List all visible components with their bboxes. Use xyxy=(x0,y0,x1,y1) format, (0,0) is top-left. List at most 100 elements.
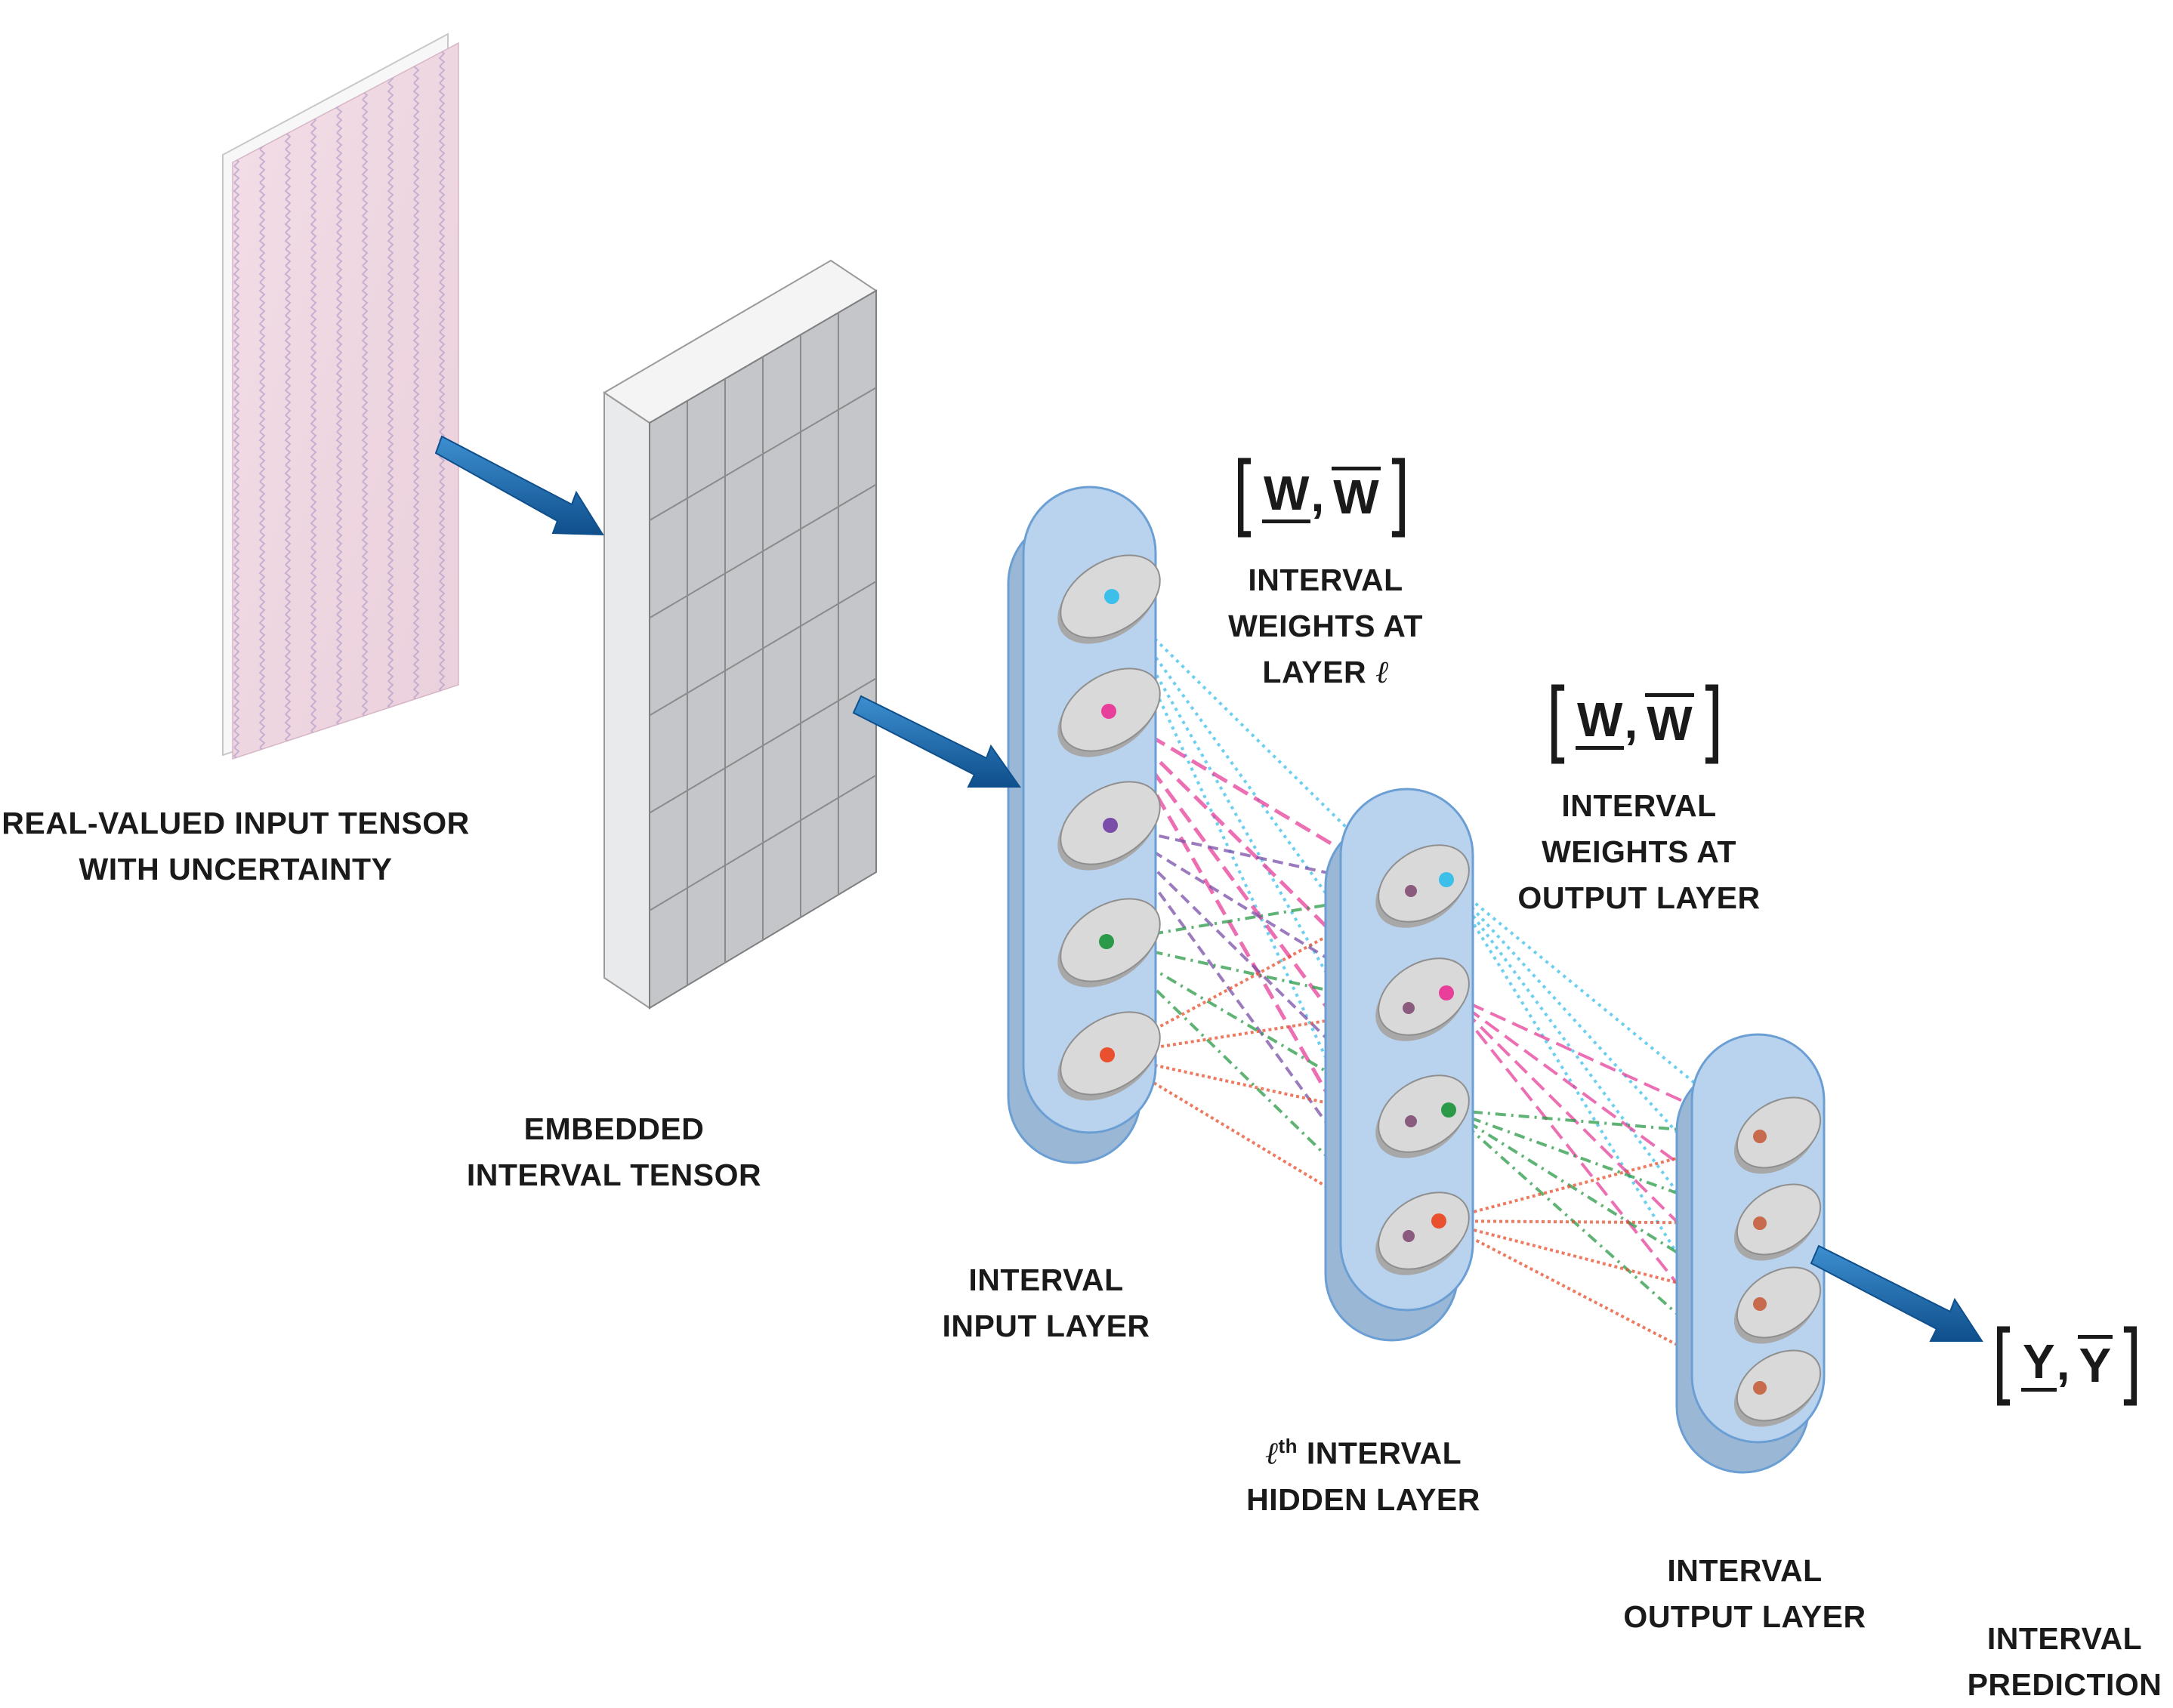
label-embedded-interval-tensor: EMBEDDED INTERVAL TENSOR xyxy=(453,1106,775,1198)
label-hidden-layer-line1: ℓth INTERVAL xyxy=(1216,1423,1511,1477)
open-bracket: [ xyxy=(1545,669,1571,773)
connection-hidden-to-output xyxy=(1445,878,1761,1389)
superscript-th: th xyxy=(1278,1435,1298,1457)
arrow-embedded-to-input-layer[interactable] xyxy=(852,695,1021,788)
close-bracket: ] xyxy=(1385,442,1410,547)
layer-capsule xyxy=(1339,788,1474,1312)
layer-node[interactable] xyxy=(1362,829,1483,944)
weight-lower-bound: W xyxy=(1262,467,1311,523)
node-disc xyxy=(1736,1183,1822,1256)
label-interval-prediction: INTERVAL PREDICTION xyxy=(1956,1616,2173,1708)
hidden-node-dot xyxy=(1439,872,1454,887)
weight-lower-bound: W xyxy=(1576,693,1625,750)
node-disc xyxy=(1736,1349,1822,1422)
grid-line-horizontal xyxy=(649,581,877,717)
layer-node[interactable] xyxy=(1362,942,1483,1057)
comma: , xyxy=(1310,467,1325,522)
layer-node[interactable] xyxy=(1362,1059,1483,1174)
label-input-layer-line1: INTERVAL xyxy=(968,1263,1124,1297)
weight-upper-bound: W xyxy=(1332,466,1381,523)
label-weights-output-line1: INTERVAL xyxy=(1561,788,1717,823)
label-input-tensor: REAL-VALUED INPUT TENSOR WITH UNCERTAINT… xyxy=(0,800,471,893)
layer-node[interactable] xyxy=(1721,1336,1833,1441)
label-prediction-line2: PREDICTION xyxy=(1967,1667,2162,1702)
layer-node[interactable] xyxy=(1721,1170,1833,1275)
label-weights-output-line3: OUTPUT LAYER xyxy=(1517,880,1761,915)
layer-node[interactable] xyxy=(1721,1253,1833,1358)
connection-input-to-hidden xyxy=(1110,595,1410,1010)
connection-hidden-to-output xyxy=(1446,991,1761,1138)
label-input-tensor-line1: REAL-VALUED INPUT TENSOR xyxy=(2,806,470,840)
ell-symbol-weights: ℓ xyxy=(1375,654,1389,690)
node-disc xyxy=(1378,1074,1470,1153)
weights-interval-notation-output: [ W , W ] xyxy=(1541,669,1729,773)
connection-hidden-to-output xyxy=(1448,1108,1761,1225)
node-disc xyxy=(1736,1266,1822,1339)
node-disc xyxy=(1378,844,1470,923)
close-bracket: ] xyxy=(1699,669,1724,773)
hidden-layer-suffix: INTERVAL xyxy=(1298,1435,1462,1471)
label-hidden-layer: ℓth INTERVAL HIDDEN LAYER xyxy=(1216,1423,1511,1523)
input-node-dot xyxy=(1099,934,1114,949)
prediction-lower-bound: Y xyxy=(2021,1335,2057,1392)
grid-line-horizontal xyxy=(649,677,877,814)
embedded-interval-tensor-block xyxy=(603,259,878,1010)
prediction-upper-bound: Y xyxy=(2077,1334,2113,1392)
label-prediction-line1: INTERVAL xyxy=(1986,1621,2143,1656)
arrow-input-to-embedded[interactable] xyxy=(434,435,604,536)
interval-hidden-layer xyxy=(1324,788,1483,1342)
input-tensor-sheet xyxy=(222,32,459,760)
output-node-dot xyxy=(1753,1216,1767,1230)
label-hidden-layer-line2: HIDDEN LAYER xyxy=(1246,1481,1480,1517)
label-input-layer-line2: INPUT LAYER xyxy=(942,1309,1150,1343)
label-interval-input-layer: INTERVAL INPUT LAYER xyxy=(925,1257,1167,1349)
input-node-dot xyxy=(1104,589,1119,604)
connection-hidden-to-output xyxy=(1438,1219,1761,1306)
hidden-node-entry-dot xyxy=(1403,1002,1415,1014)
ell-symbol: ℓ xyxy=(1264,1435,1279,1472)
hidden-node-dot xyxy=(1441,1102,1456,1118)
interval-output-layer xyxy=(1675,1033,1833,1474)
input-node-dot xyxy=(1103,818,1118,833)
grid-line-horizontal xyxy=(649,387,877,522)
label-weights-output-line2: WEIGHTS AT xyxy=(1542,834,1736,869)
grid-line-horizontal xyxy=(649,774,877,911)
connection-hidden-to-output xyxy=(1438,1135,1761,1222)
grid-line-horizontal xyxy=(649,483,877,619)
open-bracket: [ xyxy=(1232,442,1258,547)
hidden-node-dot xyxy=(1431,1213,1446,1229)
comma: , xyxy=(1624,694,1638,748)
arrow-output-to-prediction[interactable] xyxy=(1810,1244,1983,1342)
comma: , xyxy=(2056,1336,2070,1390)
label-output-layer-line1: INTERVAL xyxy=(1667,1553,1823,1588)
prediction-interval-notation: [ Y , Y ] xyxy=(1986,1311,2147,1415)
output-node-dot xyxy=(1753,1297,1767,1311)
label-interval-output-layer: INTERVAL OUTPUT LAYER xyxy=(1601,1548,1888,1640)
weight-upper-bound: W xyxy=(1645,692,1694,750)
label-weights-layer-line1: INTERVAL xyxy=(1248,563,1403,597)
input-node-dot xyxy=(1101,704,1116,719)
output-node-dot xyxy=(1753,1381,1767,1395)
weights-interval-notation-layer: [ W , W ] xyxy=(1227,442,1415,547)
hidden-node-dot xyxy=(1439,985,1454,1000)
connection-input-to-hidden xyxy=(1106,1053,1410,1238)
node-disc xyxy=(1736,1096,1822,1169)
hidden-node-entry-dot xyxy=(1403,1230,1415,1242)
label-weights-at-layer: INTERVAL WEIGHTS AT LAYER ℓ xyxy=(1190,557,1462,695)
label-output-layer-line2: OUTPUT LAYER xyxy=(1623,1599,1866,1634)
output-node-dot xyxy=(1753,1130,1767,1143)
label-weights-at-output: INTERVAL WEIGHTS AT OUTPUT LAYER xyxy=(1495,783,1783,921)
label-weights-layer-line2: WEIGHTS AT xyxy=(1228,609,1423,643)
interval-input-layer xyxy=(1007,486,1161,1164)
connection-input-to-hidden xyxy=(1110,596,1412,1122)
weights-layer-prefix: LAYER xyxy=(1262,655,1375,689)
input-node-dot xyxy=(1100,1047,1115,1062)
open-bracket: [ xyxy=(1991,1311,2017,1415)
hidden-node-entry-dot xyxy=(1405,1115,1417,1127)
node-disc xyxy=(1378,957,1470,1036)
label-embedded-line2: INTERVAL TENSOR xyxy=(466,1158,762,1192)
label-embedded-line1: EMBEDDED xyxy=(523,1111,705,1146)
label-input-tensor-line2: WITH UNCERTAINTY xyxy=(79,852,393,886)
layer-node[interactable] xyxy=(1721,1083,1833,1188)
